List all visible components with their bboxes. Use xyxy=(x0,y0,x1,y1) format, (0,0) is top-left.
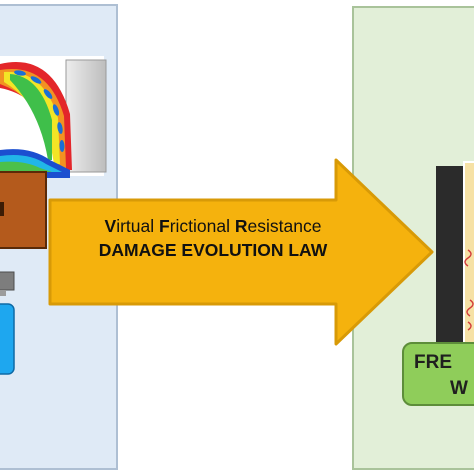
connector-stem xyxy=(0,290,6,296)
word-resistance-rest: esistance xyxy=(247,216,322,236)
arrow-label-line1: Virtual Frictional Resistance xyxy=(58,214,368,238)
brown-block xyxy=(0,171,47,249)
blue-block xyxy=(0,303,15,375)
initial-v: V xyxy=(104,216,117,236)
contour-base-flow-green xyxy=(0,161,52,172)
initial-f: F xyxy=(159,216,170,236)
brown-block-notch xyxy=(0,202,4,216)
arrow-label-line2: DAMAGE EVOLUTION LAW xyxy=(98,240,328,260)
right-panel-illustration xyxy=(436,161,474,347)
arrow-shape xyxy=(48,158,434,346)
right-label-line1: FRE xyxy=(414,352,452,373)
word-frictional-rest: rictional xyxy=(169,216,235,236)
contour-streaks xyxy=(14,70,65,152)
contour-arc-band-green xyxy=(10,74,52,160)
arrow-label: Virtual Frictional Resistance DAMAGE EVO… xyxy=(58,214,368,262)
right-label-box: FRE W xyxy=(402,342,474,406)
word-virtual-rest: irtual xyxy=(116,216,160,236)
left-panel-illustration xyxy=(0,56,107,375)
initial-r: R xyxy=(234,216,248,236)
right-label-line2: W xyxy=(450,378,468,399)
crack-lines xyxy=(464,249,474,331)
